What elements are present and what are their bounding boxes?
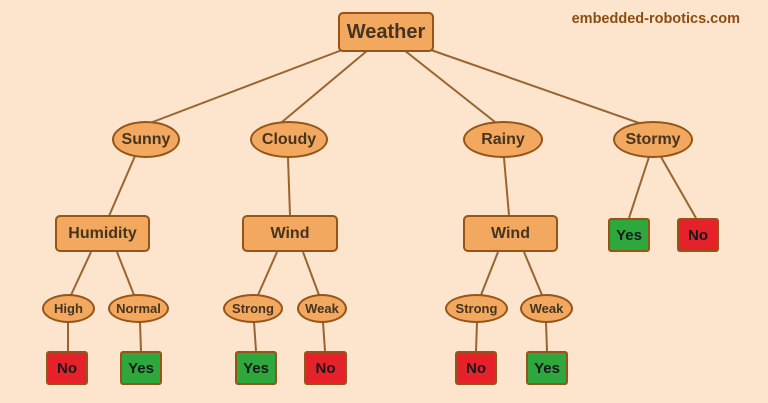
edge-cloudy-wind — [287, 157, 291, 216]
node-cloudy: Cloudy — [250, 121, 328, 158]
edge-strong2-no — [475, 321, 478, 352]
node-wind-rainy: Wind — [463, 215, 558, 252]
leaf-stormy-no: No — [677, 218, 719, 252]
leaf-weak-cloudy-no: No — [304, 351, 347, 385]
edge-normal-yes — [139, 321, 142, 352]
edge-weather-cloudy — [281, 49, 369, 123]
node-weak-cloudy: Weak — [297, 294, 347, 323]
node-weather: Weather — [338, 12, 434, 52]
node-sunny: Sunny — [112, 121, 180, 158]
edge-weather-sunny — [149, 49, 343, 124]
leaf-normal-yes: Yes — [120, 351, 162, 385]
leaf-stormy-yes: Yes — [608, 218, 650, 252]
edge-weather-rainy — [403, 49, 496, 123]
edge-strong1-yes — [253, 321, 257, 352]
edge-sunny-humidity — [108, 155, 136, 217]
node-weak-rainy: Weak — [520, 294, 573, 323]
leaf-weak-rainy-yes: Yes — [526, 351, 568, 385]
node-strong-cloudy: Strong — [223, 294, 283, 323]
node-rainy: Rainy — [463, 121, 543, 158]
node-humidity: Humidity — [55, 215, 150, 252]
edge-weather-stormy — [430, 49, 643, 125]
node-high: High — [42, 294, 95, 323]
edge-wind-strong-2 — [480, 251, 499, 296]
site-watermark: embedded-robotics.com — [571, 11, 740, 27]
edge-wind-weak-1 — [302, 251, 320, 296]
edge-wind-strong-1 — [257, 251, 278, 296]
edge-stormy-no — [660, 156, 697, 219]
node-wind-cloudy: Wind — [242, 215, 338, 252]
leaf-high-no: No — [46, 351, 88, 385]
edge-weak1-no — [322, 321, 326, 352]
edge-weak2-yes — [545, 321, 548, 352]
edge-humidity-normal — [116, 251, 135, 296]
leaf-strong-rainy-no: No — [455, 351, 497, 385]
edge-stormy-yes — [628, 156, 650, 219]
node-stormy: Stormy — [613, 121, 693, 158]
node-normal: Normal — [108, 294, 169, 323]
leaf-strong-cloudy-yes: Yes — [235, 351, 277, 385]
edge-humidity-high — [70, 251, 92, 296]
edge-wind-weak-2 — [523, 251, 543, 296]
edge-rainy-wind — [503, 157, 510, 216]
node-strong-rainy: Strong — [445, 294, 508, 323]
